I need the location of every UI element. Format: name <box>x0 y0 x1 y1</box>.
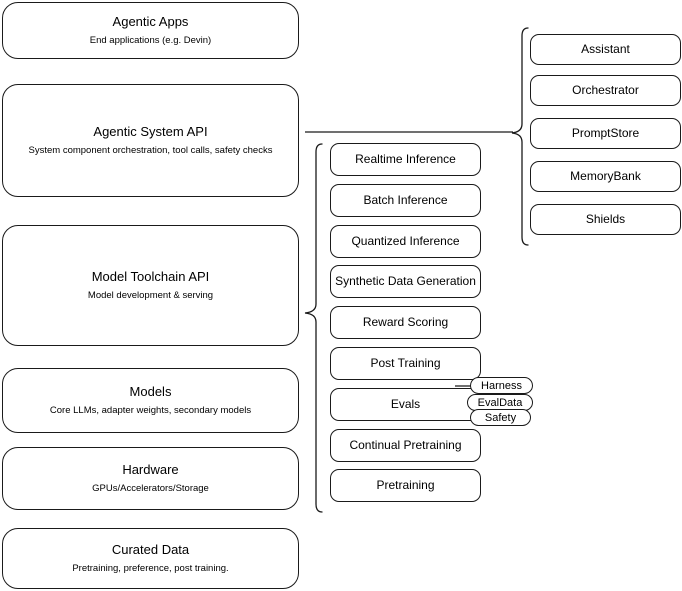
layer-models[interactable]: Models Core LLMs, adapter weights, secon… <box>2 368 299 433</box>
toolchain-item-realtime-inference[interactable]: Realtime Inference <box>330 143 481 176</box>
toolchain-item-label: Evals <box>390 397 421 411</box>
system-component-label: Assistant <box>581 42 630 56</box>
evals-subitem-evaldata[interactable]: EvalData <box>467 394 533 411</box>
layer-model-toolchain-api[interactable]: Model Toolchain API Model development & … <box>2 225 299 346</box>
system-component-memorybank[interactable]: MemoryBank <box>530 161 681 192</box>
evals-subitem-safety[interactable]: Safety <box>470 409 531 426</box>
system-component-label: PromptStore <box>571 126 640 140</box>
layer-subtitle: GPUs/Accelerators/Storage <box>92 483 209 495</box>
middle-curly-brace-icon <box>304 143 323 513</box>
toolchain-item-batch-inference[interactable]: Batch Inference <box>330 184 481 217</box>
toolchain-item-label: Batch Inference <box>363 193 448 207</box>
system-component-label: MemoryBank <box>570 169 641 183</box>
toolchain-item-continual-pretraining[interactable]: Continual Pretraining <box>330 429 481 462</box>
toolchain-item-quantized-inference[interactable]: Quantized Inference <box>330 225 481 258</box>
system-component-assistant[interactable]: Assistant <box>530 34 681 65</box>
toolchain-item-label: Continual Pretraining <box>349 438 462 452</box>
evals-subitem-label: Harness <box>481 379 522 392</box>
layer-subtitle: Core LLMs, adapter weights, secondary mo… <box>49 405 252 417</box>
layer-title: Curated Data <box>111 541 190 557</box>
system-component-promptstore[interactable]: PromptStore <box>530 118 681 149</box>
toolchain-item-synthetic-data-generation[interactable]: Synthetic Data Generation <box>330 265 481 298</box>
right-curly-brace-icon <box>511 27 529 246</box>
system-component-label: Orchestrator <box>572 83 639 97</box>
toolchain-item-reward-scoring[interactable]: Reward Scoring <box>330 306 481 339</box>
layer-curated-data[interactable]: Curated Data Pretraining, preference, po… <box>2 528 299 589</box>
layer-title: Agentic Apps <box>112 13 189 29</box>
toolchain-item-label: Reward Scoring <box>362 315 449 329</box>
layer-subtitle: End applications (e.g. Devin) <box>89 35 212 47</box>
layer-subtitle: Pretraining, preference, post training. <box>72 563 229 575</box>
toolchain-item-label: Synthetic Data Generation <box>335 274 476 288</box>
system-component-label: Shields <box>585 212 626 226</box>
toolchain-item-post-training[interactable]: Post Training <box>330 347 481 380</box>
evals-subitem-label: Safety <box>484 411 517 424</box>
system-component-orchestrator[interactable]: Orchestrator <box>530 75 681 106</box>
layer-subtitle: Model development & serving <box>87 290 214 302</box>
layer-title: Hardware <box>122 461 179 477</box>
layer-agentic-apps[interactable]: Agentic Apps End applications (e.g. Devi… <box>2 2 299 59</box>
system-component-shields[interactable]: Shields <box>530 204 681 235</box>
layer-title: Models <box>129 383 172 399</box>
toolchain-item-label: Post Training <box>370 356 441 370</box>
toolchain-item-pretraining[interactable]: Pretraining <box>330 469 481 502</box>
layer-subtitle: System component orchestration, tool cal… <box>28 145 273 157</box>
toolchain-item-evals[interactable]: Evals <box>330 388 481 421</box>
toolchain-item-label: Pretraining <box>376 478 435 492</box>
evals-subitem-label: EvalData <box>477 396 523 409</box>
layer-agentic-system-api[interactable]: Agentic System API System component orch… <box>2 84 299 197</box>
toolchain-item-label: Realtime Inference <box>355 152 456 166</box>
layer-hardware[interactable]: Hardware GPUs/Accelerators/Storage <box>2 447 299 510</box>
toolchain-item-label: Quantized Inference <box>351 234 460 248</box>
evals-subitem-harness[interactable]: Harness <box>470 377 533 394</box>
layer-title: Agentic System API <box>93 123 208 139</box>
layer-title: Model Toolchain API <box>91 268 210 284</box>
